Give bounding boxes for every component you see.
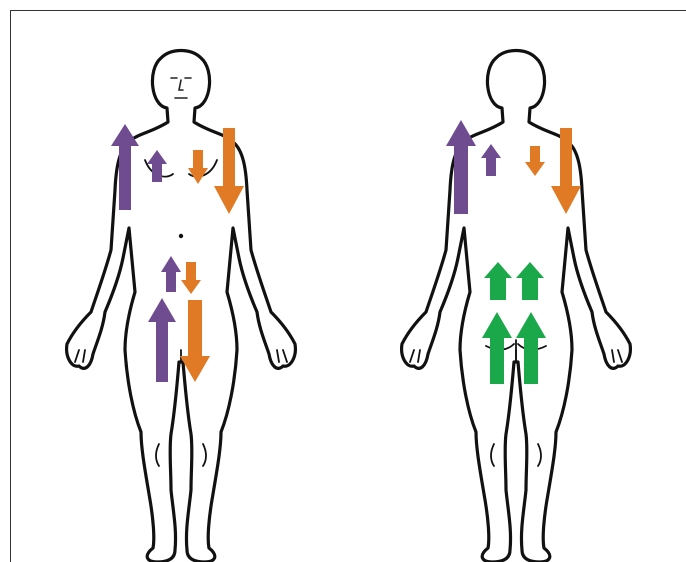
navel (179, 234, 183, 238)
back-view-body (402, 51, 631, 562)
back-silhouette (402, 51, 631, 562)
front-view-body (67, 51, 296, 562)
front-silhouette (67, 51, 296, 562)
